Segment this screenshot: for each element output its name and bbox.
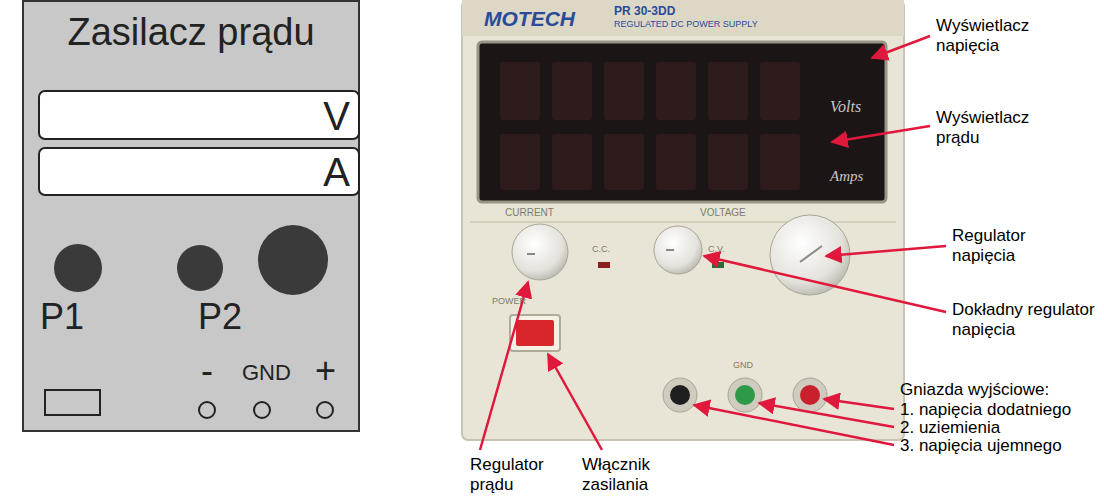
jack-negative	[670, 385, 690, 405]
jack-housing	[728, 378, 762, 412]
leader-arrow	[548, 354, 602, 450]
display-unit: Volts	[830, 98, 861, 116]
callout-text: Regulator prądu	[470, 455, 565, 494]
display-unit: Amps	[830, 168, 863, 185]
jack-positive	[800, 385, 820, 405]
model-caption: REGULATED DC POWER SUPPLY	[614, 19, 758, 29]
callout-text: Włącznik zasilania	[582, 455, 677, 494]
leader-arrow	[694, 405, 894, 445]
callout-text: 3. napięcia ujemnego	[900, 436, 1062, 456]
switch-symbol	[45, 390, 100, 415]
callout-text: 2. uziemienia	[900, 418, 1000, 438]
fine-voltage-knob	[654, 226, 702, 274]
top-band	[462, 0, 904, 36]
panel-marking: C.C.	[592, 244, 610, 254]
knob-name: P1	[40, 296, 84, 337]
terminal-sign: +	[315, 350, 336, 391]
knob-p2-large	[258, 225, 328, 295]
voltage-display: V	[38, 90, 360, 140]
led-cv	[712, 262, 724, 268]
jack-housing	[793, 378, 827, 412]
display-digits	[500, 62, 800, 190]
knob-p1	[54, 244, 102, 292]
leader-arrow	[872, 36, 930, 58]
panel-marking: POWER	[492, 296, 526, 306]
callout-text: Wyświetlacz napięcia	[936, 16, 1056, 55]
power-supply-photo	[462, 0, 904, 440]
panel-marking: VOLTAGE	[700, 207, 746, 219]
leader-arrow	[480, 282, 528, 450]
knob-mark	[800, 246, 822, 262]
panel-ground	[22, 0, 360, 432]
leader-arrow	[824, 399, 894, 409]
leader-arrows	[480, 36, 946, 450]
terminal-name: GND	[242, 360, 291, 385]
callout-text: 1. napięcia dodatniego	[900, 400, 1071, 420]
knob-mark	[666, 249, 674, 251]
leader-arrow	[759, 403, 894, 427]
current-display: A	[38, 147, 360, 196]
knob-mark	[527, 253, 535, 255]
housing	[462, 0, 904, 440]
terminal-sign: -	[201, 350, 213, 391]
panel-schematic	[22, 0, 360, 432]
current-knob	[512, 224, 568, 280]
jack-housing	[663, 378, 697, 412]
display-unit: A	[40, 149, 358, 194]
callout-text: Gniazda wyjściowe:	[900, 380, 1049, 400]
brand-logo: MOTECH	[484, 7, 575, 31]
knob-p2-small	[177, 245, 223, 291]
callout-text: Wyświetlacz prądu	[936, 108, 1056, 147]
callout-text: Regulator napięcia	[952, 226, 1062, 265]
panel-box: Zasilacz prąduVA	[22, 0, 360, 432]
power-switch	[516, 320, 554, 346]
display-window	[478, 42, 886, 202]
socket-symbol	[254, 402, 270, 418]
led-cc	[598, 262, 610, 268]
display-unit: V	[40, 92, 358, 138]
jack-ground	[735, 385, 755, 405]
leader-arrow	[826, 246, 946, 256]
panel-marking: GND	[733, 360, 753, 370]
leader-arrow	[832, 126, 930, 142]
panel-marking: CURRENT	[505, 207, 554, 219]
socket-symbol	[317, 402, 333, 418]
model-name: PR 30-3DD	[614, 5, 675, 19]
panel-marking: C.V.	[708, 244, 725, 254]
leader-arrow	[704, 256, 946, 312]
socket-symbol	[199, 402, 215, 418]
callout-text: Dokładny regulator napięcia	[952, 300, 1102, 339]
panel-title: Zasilacz prądu	[24, 2, 358, 54]
knob-name: P2	[198, 296, 242, 337]
